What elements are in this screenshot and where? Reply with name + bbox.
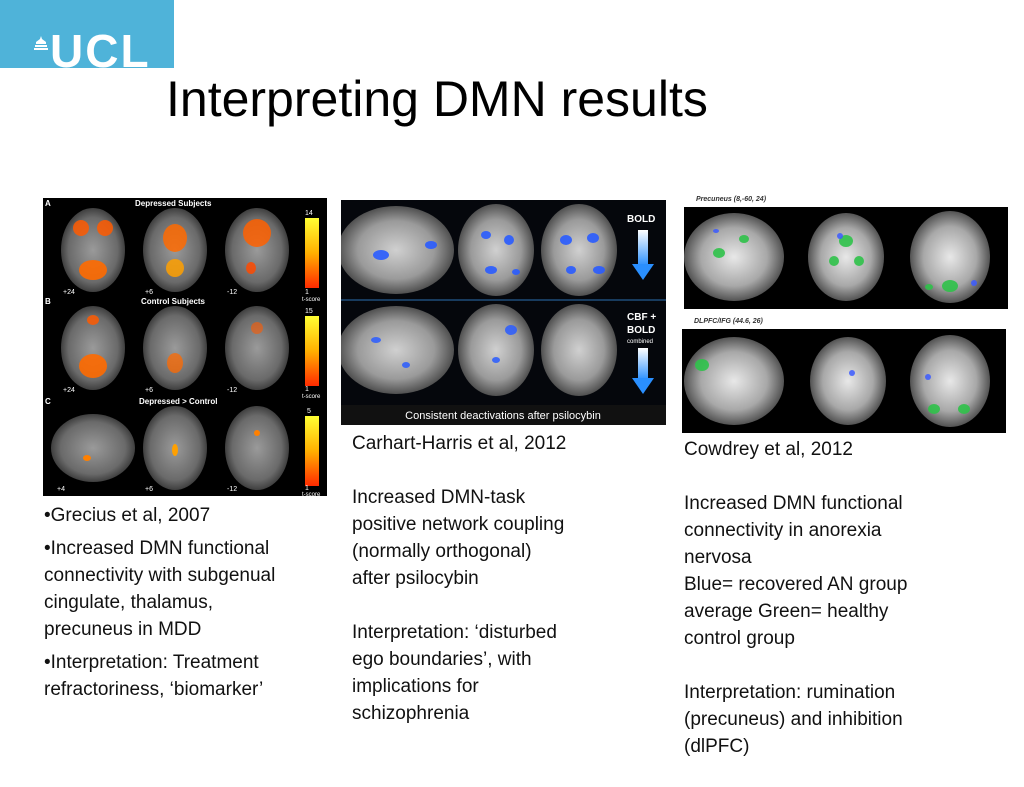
finding: Increased DMN functional connectivity in… (684, 490, 1004, 652)
interpretation: Interpretation: rumination (precuneus) a… (684, 679, 1004, 760)
figure-cowdrey-precuneus: Precuneus (8,-60, 24) (684, 191, 1008, 309)
brain-axial-slice (458, 304, 534, 396)
text-line: Blue= recovered AN group (684, 574, 908, 595)
row-title: Depressed > Control (139, 397, 217, 406)
text-line: schizophrenia (352, 703, 470, 724)
citation: Carhart-Harris et al, 2012 (352, 433, 567, 454)
text-line: ego boundaries’, with (352, 649, 532, 670)
arrow-head-icon (632, 378, 654, 394)
citation: Cowdrey et al, 2012 (684, 439, 853, 460)
brain-sagittal-slice (684, 337, 784, 425)
brain-axial-slice (910, 211, 990, 303)
slice-label: -12 (227, 486, 237, 493)
brain-sagittal-slice (341, 306, 454, 394)
row-label: A (45, 199, 51, 208)
slice-label: +6 (145, 486, 153, 493)
bullet-interpretation: •Interpretation: Treatment refractorines… (44, 649, 324, 703)
bold-label-2: BOLD (627, 325, 655, 336)
row-label: C (45, 397, 51, 406)
brain-slice (61, 306, 125, 390)
scale-unit: t-score (302, 394, 321, 400)
ucl-wordmark: UCL (50, 25, 151, 68)
down-arrow-icon (638, 230, 648, 266)
scale-max: 5 (307, 408, 311, 415)
interpretation: Interpretation: ‘disturbed ego boundarie… (352, 619, 652, 727)
brain-sagittal-slice (684, 213, 784, 301)
figure-caption: Consistent deactivations after psilocybi… (405, 410, 601, 422)
bullet-citation: •Grecius et al, 2007 (44, 505, 211, 526)
text-line: (dlPFC) (684, 736, 750, 757)
color-scale (305, 416, 319, 486)
text-line: •Increased DMN functional (44, 538, 270, 559)
row-title: Control Subjects (141, 297, 206, 306)
row-label: B (45, 297, 51, 306)
brain-axial-slice (541, 204, 617, 296)
row-title: Depressed Subjects (135, 199, 212, 208)
scale-min: 1 (305, 386, 309, 393)
bold-label: BOLD (627, 214, 655, 225)
text-line: Increased DMN-task (352, 487, 526, 508)
figure-greicius-brain-maps: A Depressed Subjects +24 +6 -12 14 1 t-s… (43, 198, 327, 496)
down-arrow-icon (638, 348, 648, 380)
brain-slice (225, 306, 289, 390)
brain-slice (51, 414, 135, 482)
text-line: implications for (352, 676, 479, 697)
column-greicius: •Grecius et al, 2007 •Increased DMN func… (44, 502, 324, 709)
brain-coronal-slice (810, 337, 886, 425)
scale-max: 15 (305, 308, 313, 315)
slice-label: +6 (145, 387, 153, 394)
text-line: refractoriness, ‘biomarker’ (44, 679, 264, 700)
slice-label: +24 (63, 289, 75, 296)
ucl-logo: UCL (0, 0, 174, 68)
scale-min: 1 (305, 485, 309, 492)
text-line: Interpretation: ‘disturbed (352, 622, 557, 643)
brain-slice (225, 208, 289, 292)
text-line: control group (684, 628, 795, 649)
text-line: •Interpretation: Treatment (44, 652, 259, 673)
cbf-label: CBF + (627, 312, 656, 323)
column-carhart-harris: Carhart-Harris et al, 2012 Increased DMN… (352, 430, 652, 754)
slice-label: +4 (57, 486, 65, 493)
slice-label: +6 (145, 289, 153, 296)
text-line: average Green= healthy (684, 601, 889, 622)
scale-max: 14 (305, 210, 313, 217)
text-line: connectivity with subgenual (44, 565, 276, 586)
text-line: Interpretation: rumination (684, 682, 896, 703)
slice-label: -12 (227, 387, 237, 394)
text-line: Increased DMN functional (684, 493, 903, 514)
column-cowdrey: Cowdrey et al, 2012 Increased DMN functi… (684, 436, 1004, 787)
scale-min: 1 (305, 289, 309, 296)
brain-axial-slice (910, 335, 990, 427)
slide-title: Interpreting DMN results (166, 71, 708, 127)
finding: Increased DMN-task positive network coup… (352, 484, 652, 592)
color-scale (305, 218, 319, 288)
arrow-head-icon (632, 264, 654, 280)
brain-axial-slice (541, 304, 617, 396)
figure-cowdrey-dlpfc: DLPFC/IFG (44.6, 26) (682, 313, 1006, 433)
text-line: positive network coupling (352, 514, 565, 535)
region-label: Precuneus (8,-60, 24) (696, 196, 767, 203)
bullet-finding: •Increased DMN functional connectivity w… (44, 535, 324, 643)
scale-unit: t-score (302, 297, 321, 303)
combined-label: combined (627, 339, 653, 345)
text-line: after psilocybin (352, 568, 479, 589)
text-line: (normally orthogonal) (352, 541, 532, 562)
region-label: DLPFC/IFG (44.6, 26) (694, 318, 764, 325)
ucl-dome-icon (34, 36, 48, 50)
scale-unit: t-score (302, 492, 321, 496)
color-scale (305, 316, 319, 386)
figure-carhart-harris-brain-maps: BOLD CBF + BOLD combined Consistent deac… (341, 200, 666, 425)
brain-coronal-slice (808, 213, 884, 301)
brain-slice (143, 306, 207, 390)
brain-sagittal-slice (341, 206, 454, 294)
text-line: precuneus in MDD (44, 619, 202, 640)
brain-axial-slice (458, 204, 534, 296)
slice-label: -12 (227, 289, 237, 296)
text-line: connectivity in anorexia (684, 520, 882, 541)
text-line: (precuneus) and inhibition (684, 709, 903, 730)
slice-label: +24 (63, 387, 75, 394)
text-line: nervosa (684, 547, 752, 568)
text-line: cingulate, thalamus, (44, 592, 213, 613)
brain-slice (225, 406, 289, 490)
